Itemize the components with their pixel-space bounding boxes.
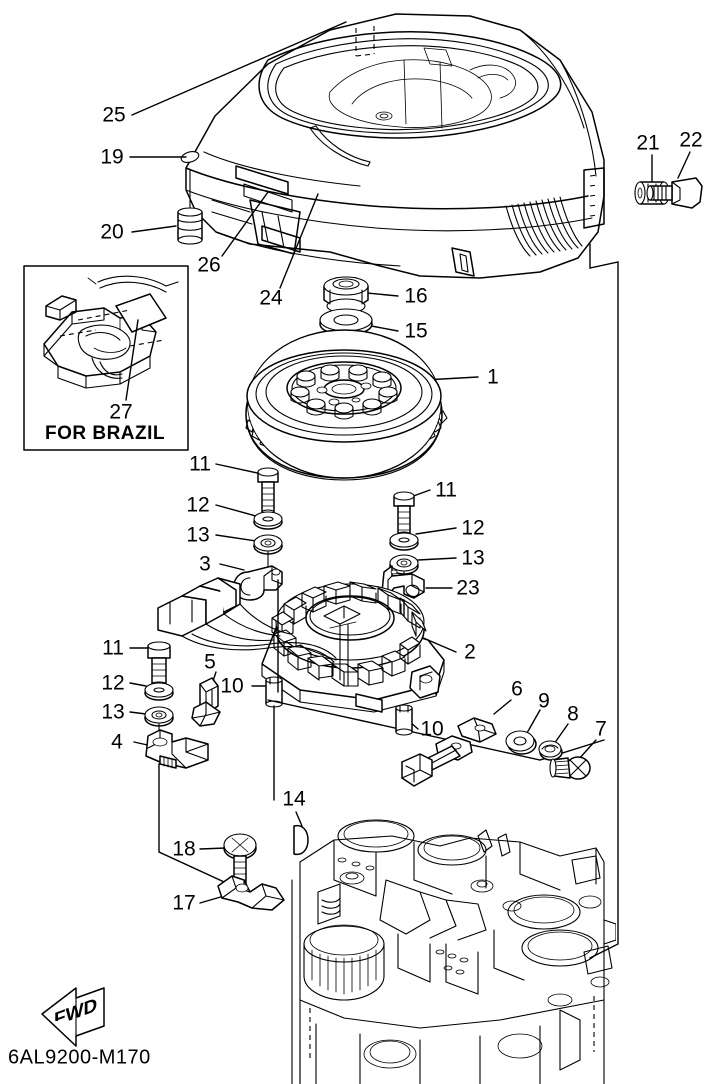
lead-24: [279, 193, 319, 289]
fastener-stack-left-upper: [215, 463, 283, 601]
callout-12-upper-left: 12: [186, 493, 210, 517]
fwd-label: FWD: [54, 995, 97, 1021]
washer-12-left: [253, 511, 283, 530]
top-cowling-illustration: [180, 13, 605, 279]
callout-20: 20: [100, 220, 124, 244]
callout-2: 2: [464, 640, 476, 664]
screw-7: [549, 756, 591, 780]
washer-12-right: [389, 532, 419, 551]
callout-12-lower-left: 12: [101, 671, 125, 695]
grommet-10-right: [395, 704, 413, 736]
lock-washer-8: [538, 740, 563, 761]
callout-6: 6: [511, 677, 523, 701]
fastener-stack-right-upper: [381, 489, 457, 599]
grommet-20: [177, 169, 203, 245]
callout-18: 18: [172, 837, 196, 861]
callout-26: 26: [197, 253, 221, 277]
bolt-22: [646, 151, 703, 209]
bolt-11-lower: [147, 641, 171, 687]
callout-17: 17: [172, 891, 196, 915]
guide-diagonal: [267, 699, 605, 761]
callout-24: 24: [259, 286, 283, 310]
lock-washer-13-left: [253, 534, 283, 555]
part-number: 6AL9200-M170: [8, 1046, 151, 1069]
guide-left: [158, 763, 273, 905]
callout-11-upper-right: 11: [435, 478, 457, 502]
lock-washer-13-lower: [144, 706, 174, 727]
callout-11-upper-left: 11: [189, 452, 211, 476]
callout-8: 8: [567, 702, 579, 726]
bolt-11-left: [257, 467, 279, 515]
callout-10-left: 10: [220, 674, 244, 698]
callout-10-right: 10: [420, 717, 444, 741]
lead-25: [131, 21, 347, 116]
lead-20: [131, 225, 177, 233]
bolt-11-right: [393, 491, 415, 537]
wire-clamp-3: [233, 565, 283, 601]
lead-27: [125, 319, 139, 401]
woodruff-key-14: [293, 811, 309, 856]
engine-block-illustration: [291, 819, 616, 1084]
fastener-stack-left-lower: [129, 641, 283, 769]
brazil-inset-title: FOR BRAZIL: [44, 423, 166, 444]
assembly-guide-right: [589, 243, 619, 959]
callout-21: 21: [636, 131, 660, 155]
callout-22: 22: [679, 128, 703, 152]
flywheel-nut-16: [323, 276, 399, 314]
callout-11-lower-left: 11: [102, 636, 124, 660]
clamp-17: [217, 875, 285, 911]
stator-coils: [271, 581, 427, 687]
callout-5: 5: [204, 650, 216, 674]
bracket-4: [145, 729, 209, 769]
callout-7: 7: [595, 717, 607, 741]
callout-16: 16: [404, 284, 428, 308]
clamp-assembly-bottom: [199, 833, 285, 911]
callout-1: 1: [487, 365, 499, 389]
callout-4: 4: [111, 730, 123, 754]
callout-27: 27: [109, 400, 133, 424]
flywheel-washer-15: [319, 308, 399, 336]
callout-13-upper-left: 13: [186, 523, 210, 547]
fwd-text: FWD: [54, 995, 97, 1021]
callout-13-upper-right: 13: [461, 546, 485, 570]
brazil-inset: [23, 265, 189, 451]
callout-3: 3: [199, 552, 211, 576]
plain-washer-9: [505, 730, 537, 755]
lock-washer-13-right: [389, 554, 419, 575]
callout-12-upper-right: 12: [461, 516, 485, 540]
fwd-arrow: [41, 987, 105, 1047]
wiring-harness: [157, 577, 337, 663]
stator-assembly-2: [261, 581, 457, 713]
callout-9: 9: [538, 689, 550, 713]
callout-19: 19: [100, 145, 124, 169]
callout-13-lower-left: 13: [101, 700, 125, 724]
washer-12-lower: [144, 682, 174, 701]
clip-5: [191, 677, 221, 727]
callout-25: 25: [102, 103, 126, 127]
lead-26: [221, 191, 269, 257]
callout-23: 23: [456, 576, 480, 600]
pulser-coil-assembly: [395, 699, 597, 787]
callout-14: 14: [282, 787, 306, 811]
flywheel-rotor-1: [245, 329, 479, 481]
magnet-bosses: [290, 364, 398, 420]
callout-15: 15: [404, 319, 428, 343]
